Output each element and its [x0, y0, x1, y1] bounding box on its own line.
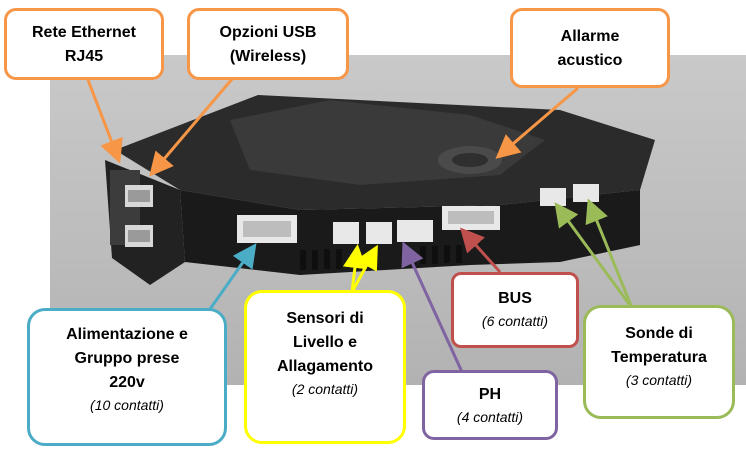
- callout-usb: Opzioni USB (Wireless): [187, 8, 349, 80]
- callout-bus: BUS (6 contatti): [451, 272, 579, 348]
- callout-bus-sub: (6 contatti): [481, 313, 549, 329]
- callout-ethernet-line1: Rete Ethernet: [31, 24, 137, 41]
- callout-ph: PH (4 contatti): [422, 370, 558, 440]
- callout-power-line2: Gruppo prese: [74, 350, 180, 367]
- callout-level-line1: Sensori di: [286, 310, 364, 327]
- callout-power: Alimentazione e Gruppo prese 220v (10 co…: [27, 308, 227, 446]
- callout-bus-line1: BUS: [498, 290, 532, 307]
- callout-power-line3: 220v: [109, 374, 145, 391]
- callout-temp-line2: Temperatura: [611, 349, 707, 366]
- callout-level-sub: (2 contatti): [291, 381, 359, 397]
- callout-power-line1: Alimentazione e: [66, 326, 188, 343]
- callout-temp: Sonde di Temperatura (3 contatti): [583, 305, 735, 419]
- callout-level-line2: Livello e: [292, 334, 358, 351]
- callout-ethernet-line2: RJ45: [64, 48, 104, 65]
- callout-level-line3: Allagamento: [276, 358, 373, 375]
- callout-level: Sensori di Livello e Allagamento (2 cont…: [244, 290, 406, 444]
- callout-ph-line1: PH: [478, 386, 502, 403]
- callout-alarm: Allarme acustico: [510, 8, 670, 88]
- callout-ethernet: Rete Ethernet RJ45: [4, 8, 164, 80]
- callout-usb-line2: (Wireless): [229, 48, 307, 65]
- callout-usb-line1: Opzioni USB: [219, 24, 317, 41]
- callout-power-sub: (10 contatti): [90, 397, 164, 413]
- callout-temp-sub: (3 contatti): [625, 372, 693, 388]
- callout-alarm-line1: Allarme: [560, 28, 620, 45]
- callout-temp-line1: Sonde di: [625, 325, 693, 342]
- callout-ph-sub: (4 contatti): [456, 409, 524, 425]
- callout-alarm-line2: acustico: [557, 52, 623, 69]
